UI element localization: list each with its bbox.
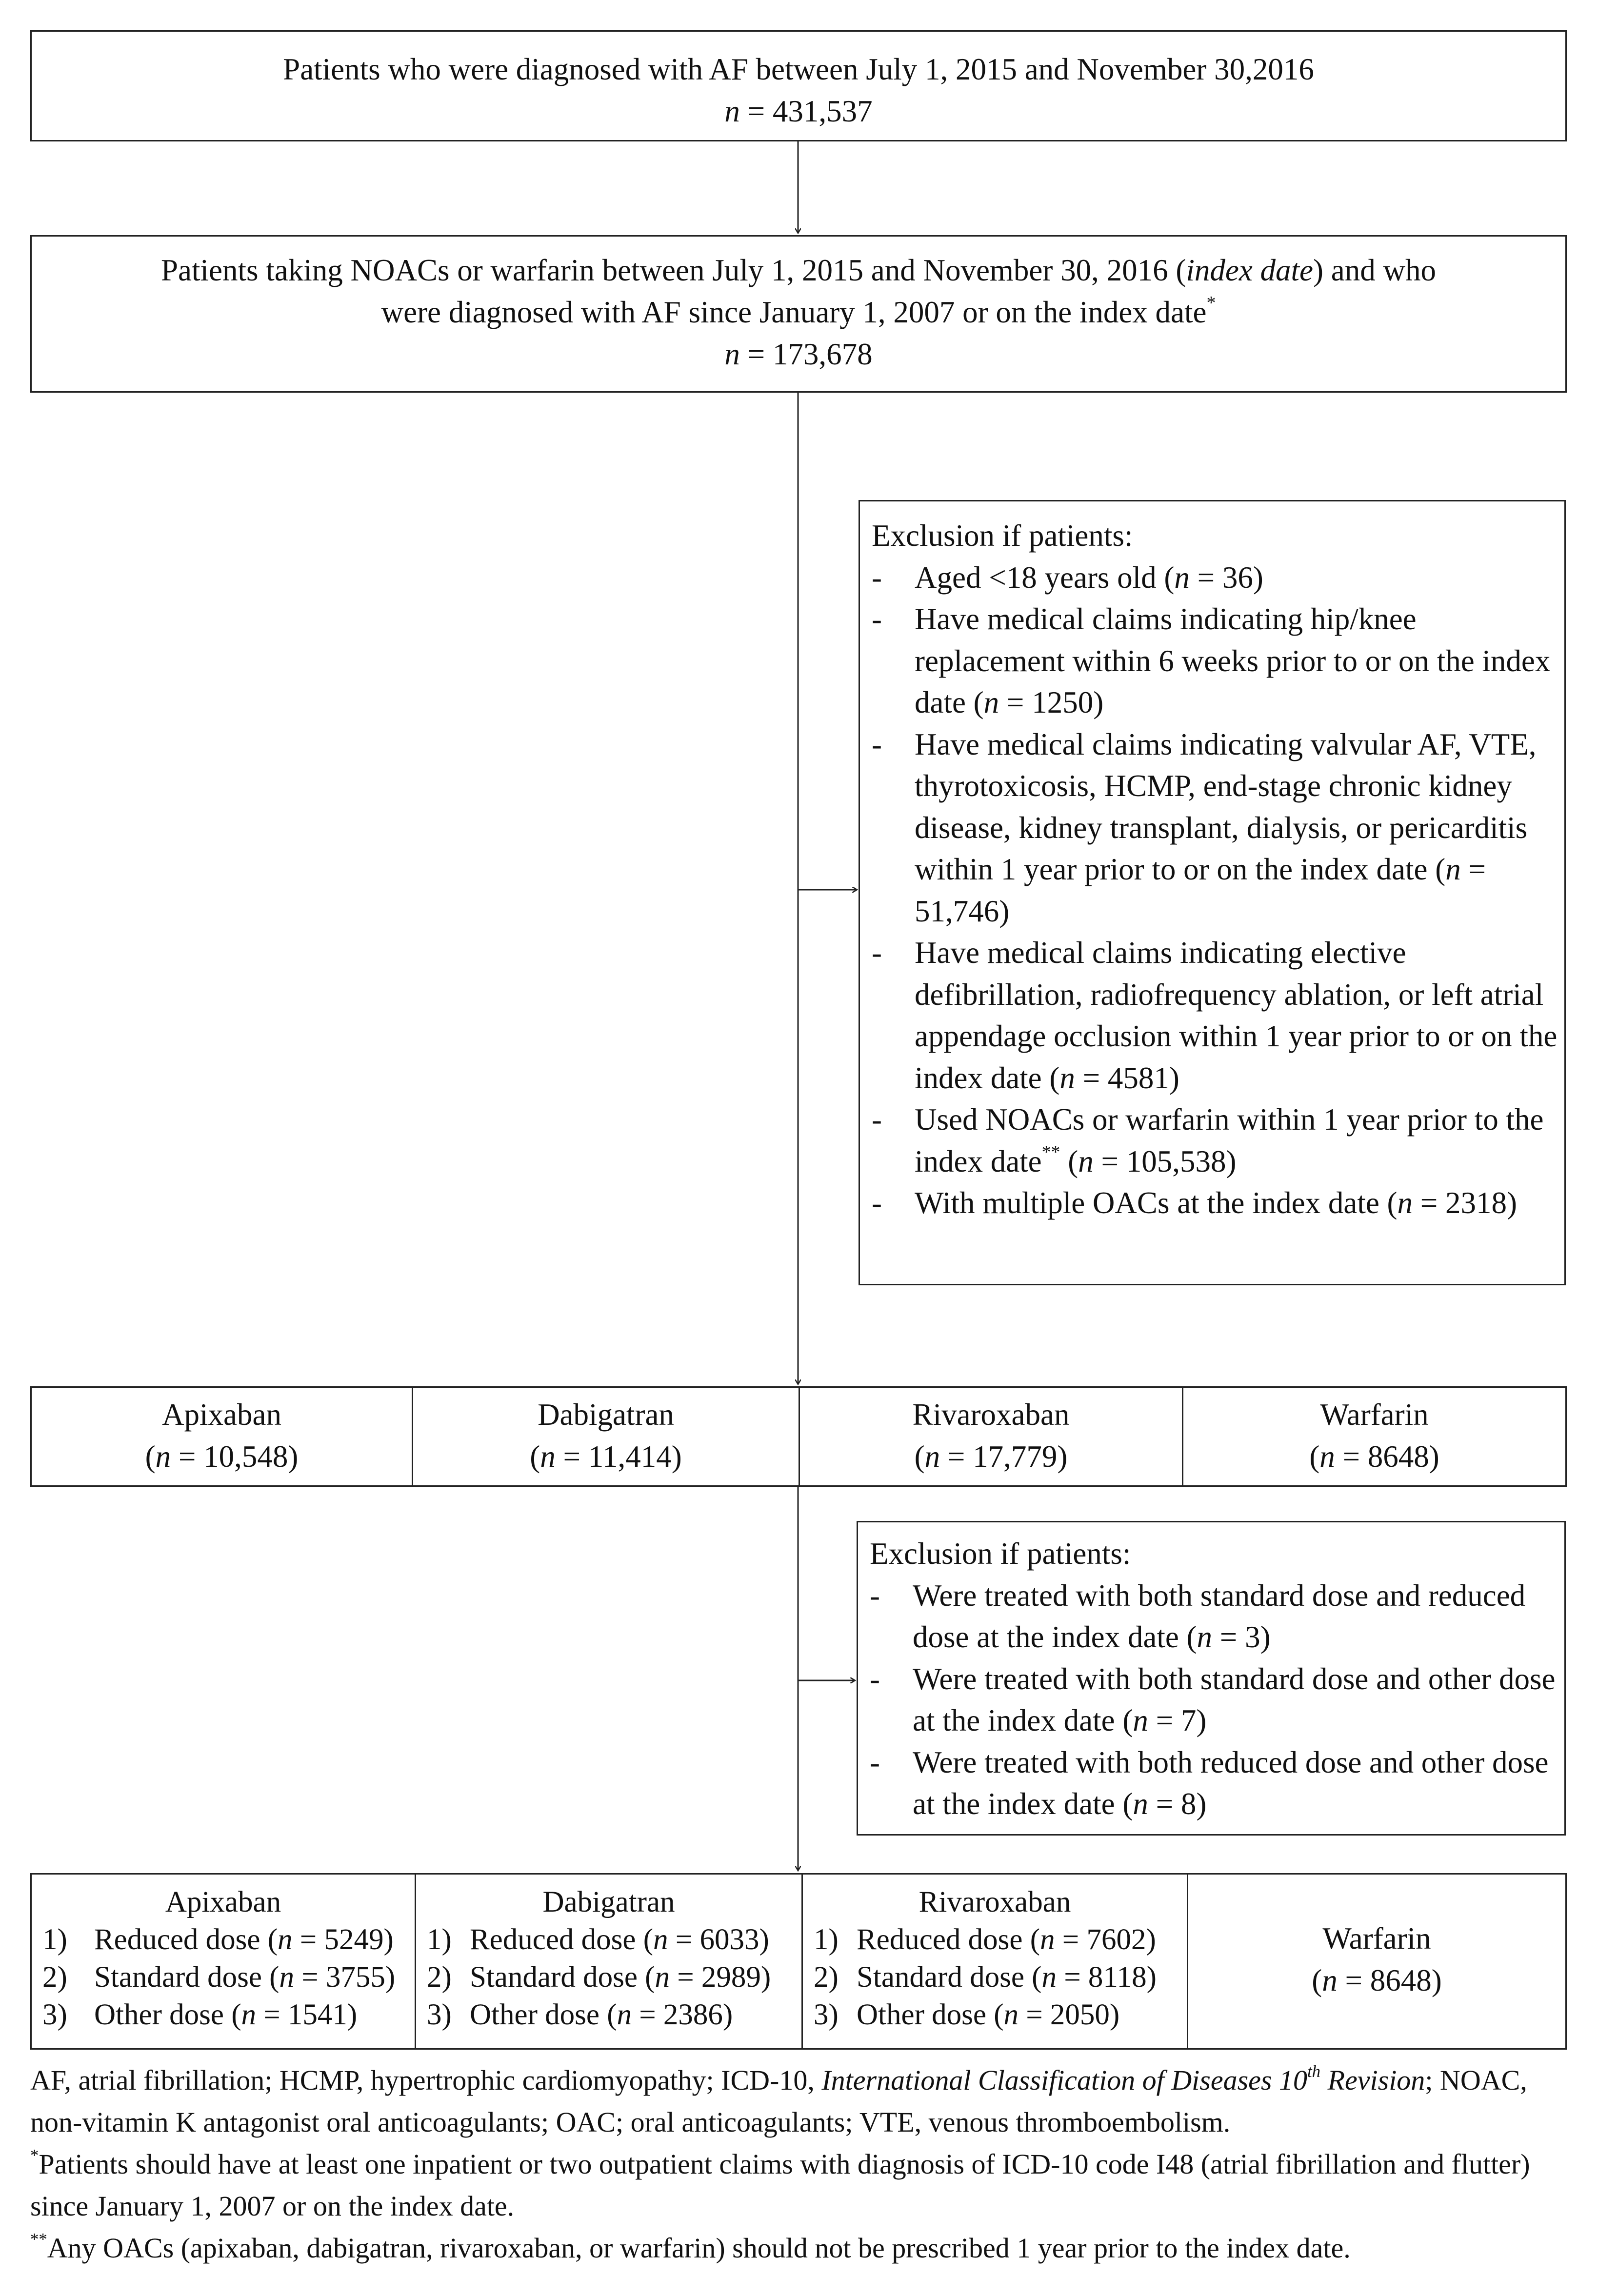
group-apixaban: Apixaban (n = 10,548) [145,1398,299,1474]
exclusion-2-item: Were treated with both reduced dose and … [870,1742,1564,1825]
anticoagulant-users-line2: were diagnosed with AF since January 1, … [381,293,1216,329]
dose-group-apixaban: Apixaban 1)Reduced dose (n = 5249) 2)Sta… [32,1883,415,2034]
dose-item: 2)Standard dose (n = 8118) [814,1961,1157,1994]
footnotes: AF, atrial fibrillation; HCMP, hypertrop… [30,2059,1567,2269]
initial-population-count: n = 431,537 [724,94,873,128]
dose-item: 1)Reduced dose (n = 7602) [814,1923,1156,1956]
exclusion-1-item: Used NOACs or warfarin within 1 year pri… [872,1099,1564,1182]
exclusion-1-heading: Exclusion if patients: [872,519,1133,553]
dose-item: 3)Other dose (n = 2386) [427,1998,733,2031]
initial-population-box: Patients who were diagnosed with AF betw… [30,30,1567,141]
dose-item: 1)Reduced dose (n = 5249) [42,1923,394,1956]
initial-population-text: Patients who were diagnosed with AF betw… [283,52,1314,86]
dose-item: 2)Standard dose (n = 3755) [42,1961,396,1994]
anticoagulant-users-box: Patients taking NOACs or warfarin betwee… [30,235,1567,393]
exclusion-box-1: Exclusion if patients: Aged <18 years ol… [859,500,1566,1285]
anticoagulant-users-line1: Patients taking NOACs or warfarin betwee… [161,253,1436,287]
dose-group-rivaroxaban: Rivaroxaban 1)Reduced dose (n = 7602) 2)… [803,1883,1187,2034]
dose-item: 3)Other dose (n = 1541) [42,1998,358,2031]
exclusion-1-item: Have medical claims indicating hip/knee … [872,599,1564,724]
exclusion-1-item: With multiple OACs at the index date (n … [872,1182,1564,1224]
exclusion-2-item: Were treated with both standard dose and… [870,1575,1564,1658]
exclusion-1-item: Aged <18 years old (n = 36) [872,557,1564,599]
exclusion-1-item: Have medical claims indicating elective … [872,932,1564,1099]
anticoagulant-users-count: n = 173,678 [724,337,873,371]
group-rivaroxaban: Rivaroxaban (n = 17,779) [912,1398,1070,1474]
footnote-1: *Patients should have at least one inpat… [30,2146,1530,2222]
exclusion-box-2: Exclusion if patients: Were treated with… [857,1521,1566,1836]
footnote-2: **Any OACs (apixaban, dabigatran, rivaro… [30,2230,1351,2264]
abbreviations-note: AF, atrial fibrillation; HCMP, hypertrop… [30,2062,1527,2138]
dose-item: 3)Other dose (n = 2050) [814,1998,1120,2031]
dose-group-warfarin: Warfarin (n = 8648) [1312,1921,1442,1997]
exclusion-1-item: Have medical claims indicating valvular … [872,724,1564,933]
treatment-groups-row: Apixaban (n = 10,548) Dabigatran (n = 11… [30,1386,1567,1487]
dose-item: 2)Standard dose (n = 2989) [427,1961,771,1994]
group-warfarin: Warfarin (n = 8648) [1309,1398,1439,1474]
dose-groups-row: Apixaban 1)Reduced dose (n = 5249) 2)Sta… [30,1873,1567,2050]
exclusion-2-heading: Exclusion if patients: [870,1537,1131,1571]
dose-group-dabigatran: Dabigatran 1)Reduced dose (n = 6033) 2)S… [416,1883,801,2034]
group-dabigatran: Dabigatran (n = 11,414) [530,1398,682,1474]
exclusion-2-item: Were treated with both standard dose and… [870,1658,1564,1742]
dose-item: 1)Reduced dose (n = 6033) [427,1923,769,1956]
